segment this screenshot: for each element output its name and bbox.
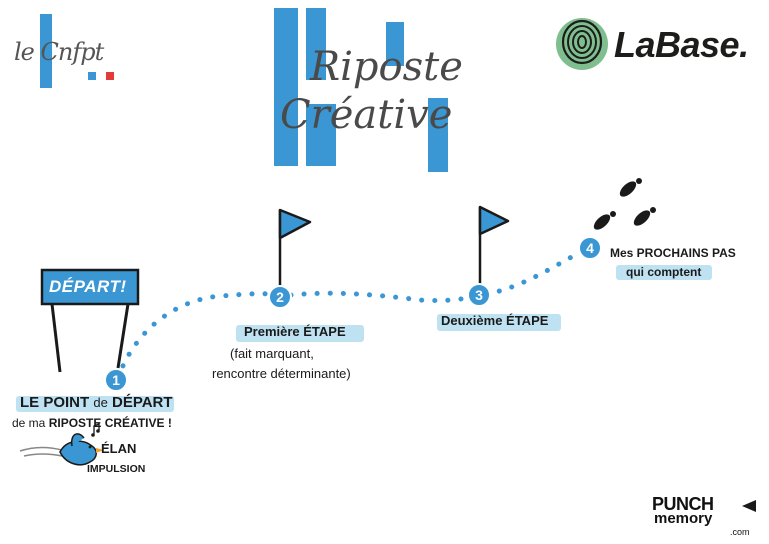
step-2-note-line1: (fait marquant,: [230, 346, 314, 361]
flag-3-icon: [478, 205, 510, 286]
step-3-highlight: [437, 314, 561, 331]
punchmemory-bottom: memory: [654, 510, 713, 527]
step-1-highlight: [16, 396, 174, 412]
cnfpt-blue-square: [88, 72, 96, 80]
cnfpt-blue-bar: [40, 14, 52, 88]
title-stripe-3: [306, 104, 336, 166]
bird-word-elan: ÉLAN: [101, 441, 137, 456]
step-2-title: Première ÉTAPE: [244, 324, 346, 339]
cnfpt-wordmark: le Cnfpt: [14, 38, 104, 66]
cnfpt-logo: le Cnfpt: [10, 14, 120, 90]
step-1-title-c: DÉPART: [111, 394, 173, 411]
depart-banner-label: DÉPART!: [49, 277, 127, 296]
step-1-marker: 1: [104, 368, 128, 392]
title-stripe-1: [274, 8, 298, 166]
step-4-marker: 4: [578, 236, 602, 260]
labase-logo: LaBase.: [552, 12, 762, 72]
step-4-title-line2: qui comptent: [626, 265, 702, 279]
title-block: Riposte Créative: [270, 6, 470, 176]
step-1-subtitle-a: de ma: [12, 416, 46, 430]
step-1-subtitle: de ma RIPOSTE CRÉATIVE !: [12, 416, 172, 430]
step-1-title-a: LE POINT: [20, 394, 90, 411]
step-1-title: LE POINT de DÉPART: [20, 394, 173, 411]
step-3-marker: 3: [467, 283, 491, 307]
cnfpt-red-square: [106, 72, 114, 80]
title-stripe-2: [306, 8, 326, 80]
step-2-marker: 2: [268, 285, 292, 309]
title-line-1: Riposte: [310, 44, 463, 90]
punchmemory-logo: PUNCH memory .com: [652, 494, 766, 540]
flag-2-icon: [278, 208, 312, 288]
footprints-icon: [593, 178, 656, 230]
title-stripe-4: [386, 22, 404, 66]
step-2-highlight: [236, 325, 364, 342]
bird-word-impulsion: IMPULSION: [87, 463, 146, 475]
step-4-highlight: [616, 265, 712, 280]
step-1-title-b: de: [93, 395, 108, 410]
fingerprint-icon: [556, 18, 608, 70]
step-1-subtitle-b: RIPOSTE CRÉATIVE !: [48, 416, 172, 430]
title-line-2: Créative: [280, 92, 453, 138]
depart-gate: [40, 268, 140, 373]
bird-icon: [19, 423, 104, 466]
step-3-title: Deuxième ÉTAPE: [441, 313, 549, 328]
step-2-note-line2: rencontre déterminante): [212, 366, 351, 381]
punchmemory-top: PUNCH: [652, 494, 714, 514]
pencil-icon: [742, 500, 756, 512]
title-stripe-5: [428, 98, 448, 172]
labase-wordmark: LaBase.: [614, 24, 749, 65]
step-4-title-line1: Mes PROCHAINS PAS: [610, 246, 736, 260]
punchmemory-domain: .com: [730, 527, 750, 537]
